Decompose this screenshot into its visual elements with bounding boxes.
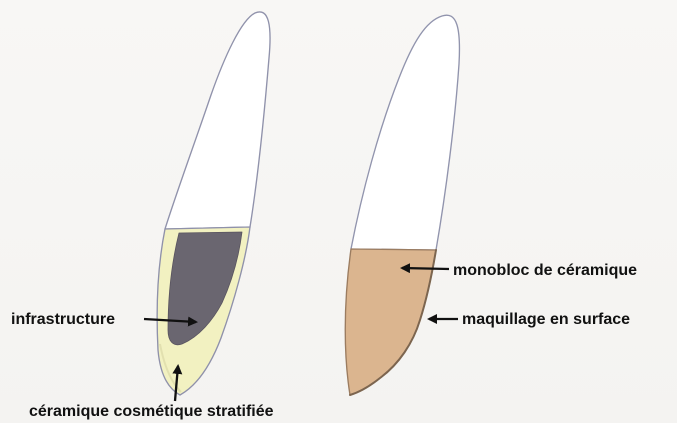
left-tooth	[157, 12, 270, 395]
right-tooth	[345, 15, 459, 395]
right-tooth-monolithic-crown	[345, 249, 436, 395]
label-maquillage-en-surface: maquillage en surface	[462, 311, 630, 329]
label-infrastructure: infrastructure	[11, 311, 115, 329]
arrow-monobloc-de-ceramique	[402, 268, 449, 269]
label-ceramique-cosmetique-stratifiee: céramique cosmétique stratifiée	[29, 403, 274, 421]
label-monobloc-de-ceramique: monobloc de céramique	[453, 262, 637, 280]
left-tooth-root	[165, 12, 270, 229]
right-tooth-root	[351, 15, 459, 250]
